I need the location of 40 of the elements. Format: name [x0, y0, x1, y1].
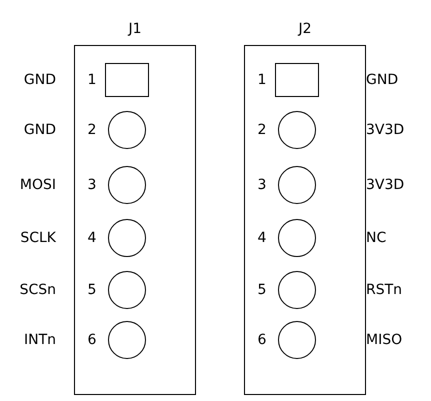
pin-number: 6 — [86, 331, 98, 349]
signal-name: MISO — [366, 331, 402, 349]
pin-number: 2 — [86, 121, 98, 139]
signal-name: 3V3D — [366, 121, 404, 139]
round-pad — [278, 321, 316, 359]
signal-name: NC — [366, 229, 386, 247]
connector-outline — [74, 45, 196, 395]
pin-number: 2 — [256, 121, 268, 139]
pin-number: 6 — [256, 331, 268, 349]
signal-name: 3V3D — [366, 176, 404, 194]
round-pad — [278, 166, 316, 204]
signal-name: GND — [366, 71, 398, 89]
round-pad — [108, 271, 146, 309]
signal-name: SCSn — [20, 281, 56, 299]
round-pad — [108, 321, 146, 359]
connector-label: J2 — [296, 21, 313, 37]
signal-name: MOSI — [20, 176, 56, 194]
pin-number: 5 — [86, 281, 98, 299]
round-pad — [108, 166, 146, 204]
signal-name: SCLK — [20, 229, 56, 247]
connector-label: J1 — [126, 21, 143, 37]
pin-number: 1 — [86, 71, 98, 89]
round-pad — [108, 111, 146, 149]
signal-name: RSTn — [366, 281, 402, 299]
pin-number: 4 — [256, 229, 268, 247]
square-pad — [105, 63, 149, 97]
pin-number: 3 — [86, 176, 98, 194]
pin-number: 4 — [86, 229, 98, 247]
round-pad — [278, 111, 316, 149]
connector-outline — [244, 45, 366, 395]
round-pad — [278, 219, 316, 257]
signal-name: GND — [24, 71, 56, 89]
pin-number: 5 — [256, 281, 268, 299]
signal-name: GND — [24, 121, 56, 139]
round-pad — [108, 219, 146, 257]
pin-number: 1 — [256, 71, 268, 89]
square-pad — [275, 63, 319, 97]
pin-number: 3 — [256, 176, 268, 194]
round-pad — [278, 271, 316, 309]
signal-name: INTn — [24, 331, 56, 349]
